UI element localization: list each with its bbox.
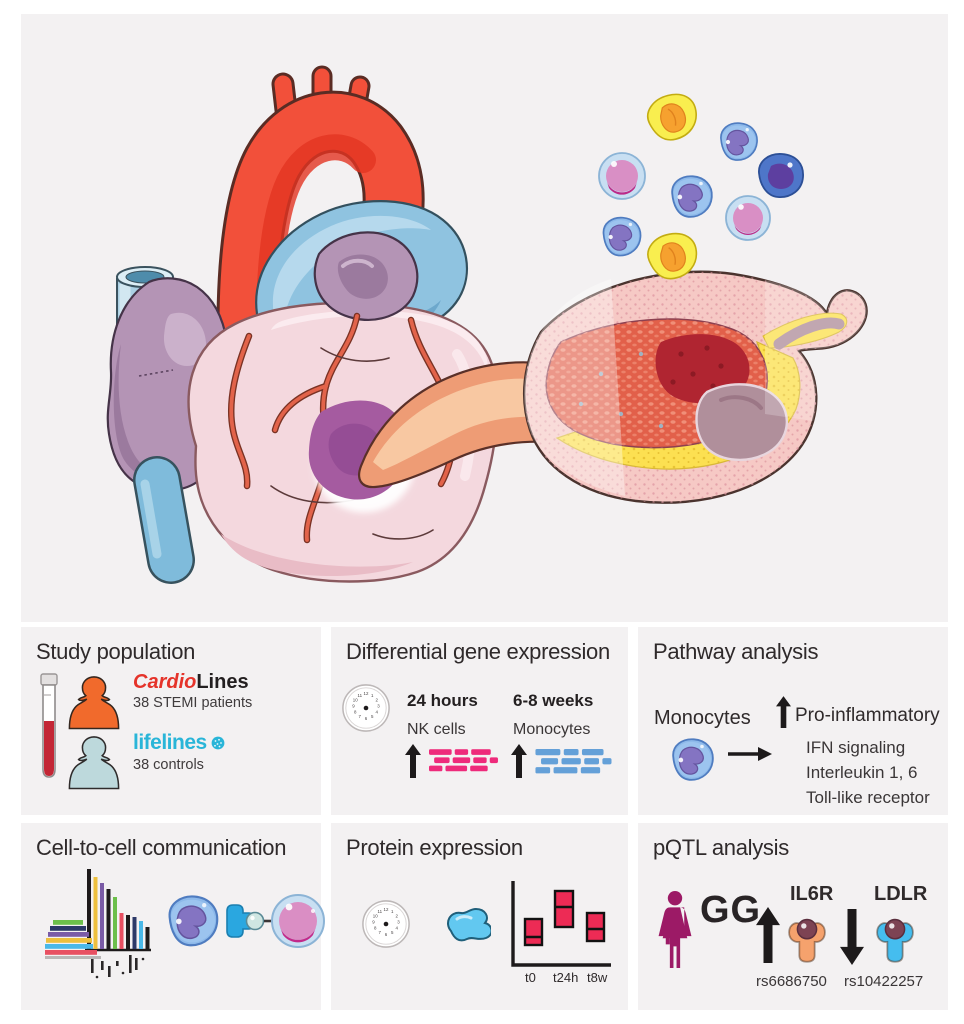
tick-t24h: t24h	[553, 970, 579, 985]
right-arrow-icon	[728, 747, 772, 761]
pathway-list: IFN signaling Interleukin 1, 6 Toll-like…	[806, 735, 930, 810]
up-arrow-icon	[776, 696, 791, 728]
snp-up-label: rs6686750	[756, 973, 827, 990]
up-arrow-icon	[511, 744, 527, 778]
clock-icon	[342, 684, 390, 732]
pathway-item: Toll-like receptor	[806, 788, 930, 807]
cardiolines-italic: Cardio	[133, 671, 197, 693]
atherosclerotic-vessel-cross-section	[522, 270, 868, 504]
inferior-vena-cava	[133, 456, 195, 584]
control-silhouette-icon	[68, 736, 120, 790]
timepoint2-label: 6-8 weeks	[513, 691, 594, 710]
nk-cell	[725, 195, 771, 241]
ligand-icon	[245, 911, 265, 931]
down-arrow-icon	[840, 909, 864, 965]
timepoint1-cells: NK cells	[407, 721, 466, 738]
tick-t8w: t8w	[587, 970, 608, 985]
up-arrow-icon	[756, 907, 780, 963]
target-cell-icon	[271, 894, 325, 948]
protein-blob-icon	[447, 907, 491, 942]
panel-title: Study population	[36, 639, 196, 664]
up-arrow-icon	[405, 744, 421, 778]
interacting-cells-icon	[168, 894, 325, 948]
bar-chart-icon	[45, 869, 151, 979]
lifelines-label: lifelines	[133, 731, 207, 754]
panel-title: Cell-to-cell communication	[36, 835, 287, 860]
snp-down-label: rs10422257	[844, 973, 924, 990]
gene-segments-icon	[535, 749, 612, 774]
genotype-label: GG	[700, 889, 762, 931]
patient-silhouette-icon	[68, 676, 120, 730]
immune-cell-cluster	[598, 93, 804, 280]
neutrophil-icon	[647, 232, 698, 280]
panel-title: Pathway analysis	[653, 639, 819, 664]
differential-gene-expression-panel: Differential gene expression 24 hours NK…	[331, 627, 628, 815]
receptor-icon	[226, 904, 253, 938]
protein-expression-panel: Protein expression t0 t24h t8w	[331, 823, 628, 1010]
hero-illustration-panel	[21, 14, 948, 622]
female-pictogram-icon	[658, 891, 692, 968]
monocyte-cell	[720, 122, 758, 161]
cardiolines-label: CardioLines	[133, 671, 249, 694]
cell-communication-panel: Cell-to-cell communication	[21, 823, 325, 1010]
left-atrial-appendage	[313, 231, 419, 321]
panel-title: Protein expression	[346, 835, 523, 860]
panel-title: pQTL analysis	[653, 835, 789, 860]
pro-inflammatory-label: Pro-inflammatory	[795, 705, 940, 726]
cardiolines-bold: Lines	[196, 671, 249, 693]
ldlr-label: LDLR	[874, 883, 928, 905]
pathway-item: Interleukin 1, 6	[806, 763, 918, 782]
monocyte-cell	[671, 175, 713, 218]
clock-icon	[362, 900, 410, 948]
aorta	[216, 65, 425, 465]
neutrophil-icon	[647, 93, 697, 141]
tick-t0: t0	[525, 970, 536, 985]
timepoint2-cells: Monocytes	[513, 721, 591, 738]
t-lymphocyte	[758, 153, 804, 198]
nk-cell	[598, 152, 646, 200]
gene-segments-icon	[429, 749, 498, 772]
il6r-label: IL6R	[790, 883, 834, 905]
monocyte-icon	[672, 738, 714, 781]
box-plot-icon	[511, 881, 611, 967]
pathway-analysis-panel: Pathway analysis Monocytes Pro-inflammat…	[638, 627, 948, 815]
monocyte-cell	[602, 216, 642, 257]
panel-title: Differential gene expression	[346, 639, 610, 664]
pqtl-analysis-panel: pQTL analysis GG IL6R rs6686750 LDLR rs1…	[638, 823, 948, 1010]
stemi-count-label: 38 STEMI patients	[133, 695, 253, 711]
lifelines-globe-icon	[211, 736, 225, 750]
timepoint1-label: 24 hours	[407, 691, 478, 710]
study-population-panel: Study population CardioLines 38 STEMI pa…	[21, 627, 321, 815]
controls-count-label: 38 controls	[133, 757, 204, 773]
blood-tube-icon	[40, 673, 58, 778]
ldlr-receptor-icon	[876, 918, 914, 963]
il6r-receptor-icon	[788, 918, 826, 963]
monocytes-label: Monocytes	[654, 707, 751, 729]
lifelines-label-row: lifelines	[133, 731, 225, 755]
pathway-item: IFN signaling	[806, 738, 906, 757]
heart-illustration	[106, 65, 868, 584]
